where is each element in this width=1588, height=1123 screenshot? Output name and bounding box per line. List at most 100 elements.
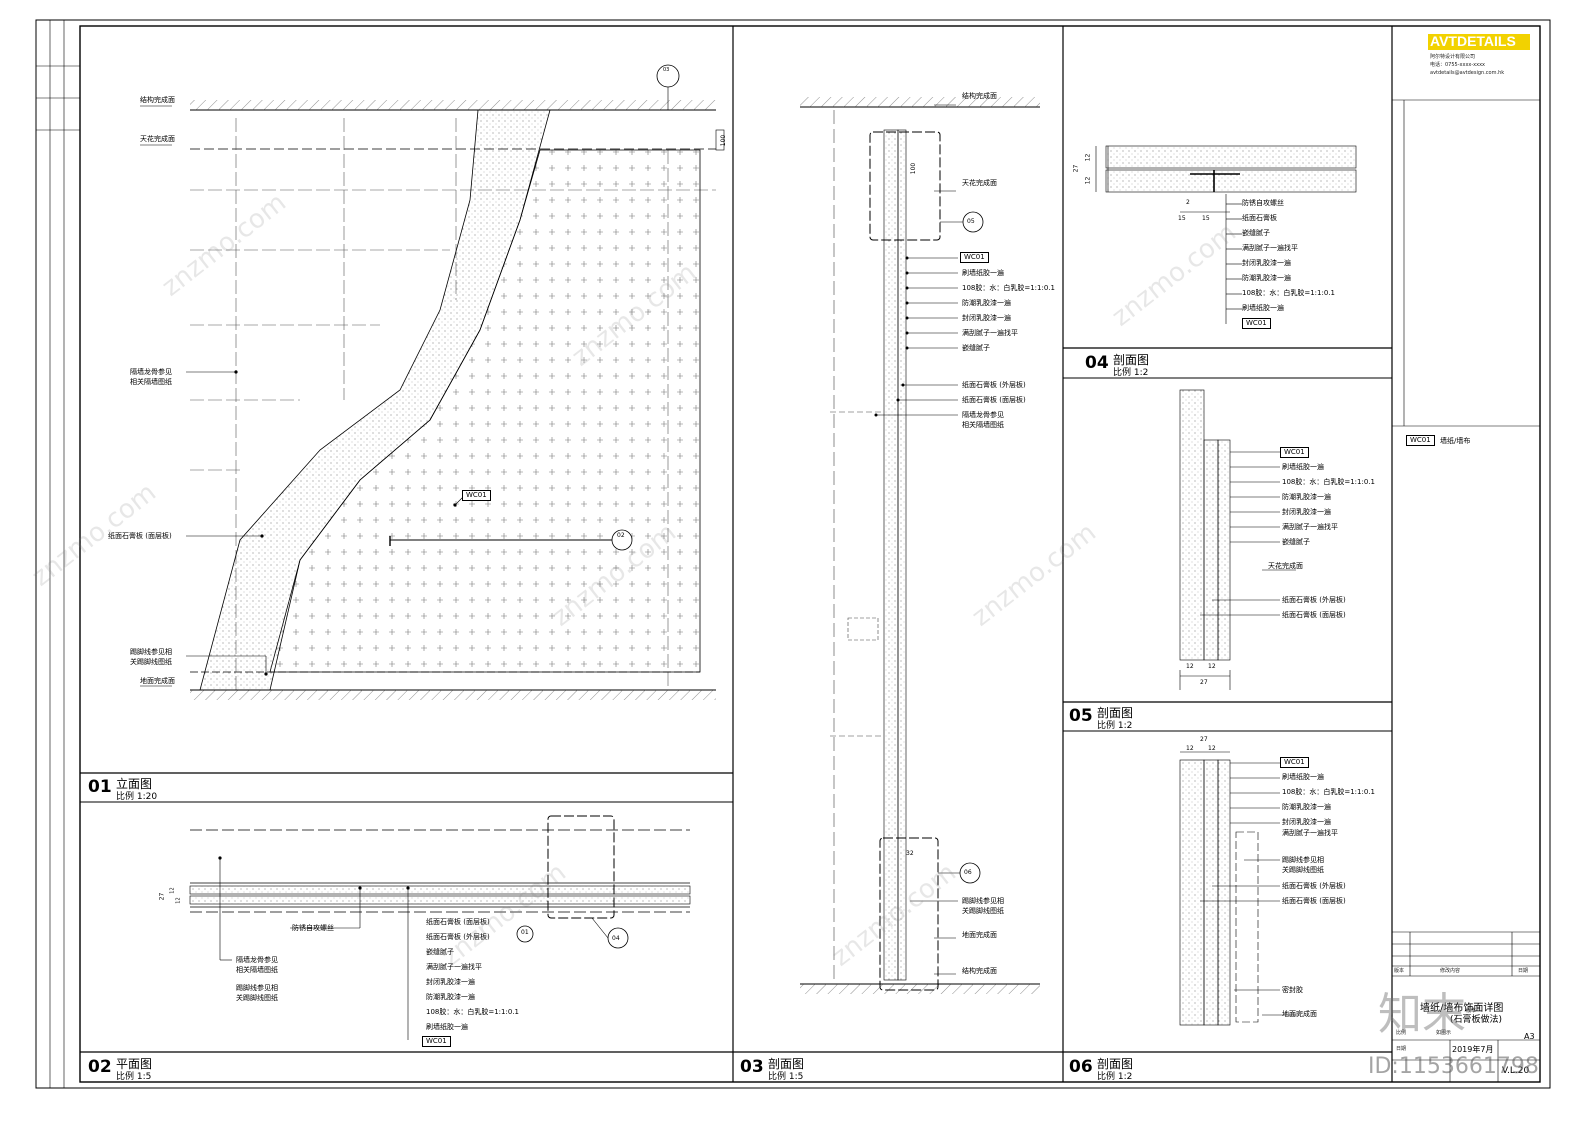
- section-05-drawing: [1179, 389, 1296, 690]
- section-mark: 01: [521, 929, 529, 936]
- layer-note: 嵌缝腻子: [426, 948, 454, 956]
- legend-tag: WC01: [1406, 435, 1435, 446]
- layer-note: 纸面石膏板 (外层板): [1282, 596, 1346, 604]
- layer-note: 刷墙纸胶一遍: [1242, 304, 1284, 312]
- dimension-text: 100: [720, 134, 728, 147]
- panel-number: 02: [88, 1057, 112, 1077]
- layer-note: 嵌缝腻子: [962, 344, 990, 352]
- layer-note: 满刮腻子一遍找平: [1242, 244, 1298, 252]
- panel-scale: 比例 1:2: [1113, 368, 1149, 378]
- partition-note-2: 相关隔墙图纸: [236, 966, 278, 974]
- skirting-note: 踢脚线参见相: [962, 897, 1004, 905]
- skirting-note: 踢脚线参见相: [236, 984, 278, 992]
- layer-note: 防潮乳胶漆一遍: [1282, 493, 1331, 501]
- layer-note: 刷墙纸胶一遍: [962, 269, 1004, 277]
- screw-note: 防锈自攻螺丝: [1242, 199, 1284, 207]
- section-04-drawing: [1095, 145, 1357, 324]
- section-03-drawing: [800, 97, 1040, 994]
- material-tag: WC01: [1242, 318, 1271, 329]
- panel-number: 06: [1069, 1057, 1093, 1077]
- revision-date-header: 日期: [1518, 968, 1529, 974]
- layer-note: 防潮乳胶漆一遍: [1242, 274, 1291, 282]
- layer-note: 纸面石膏板 (面层板): [426, 918, 490, 926]
- plan-drawing: [189, 815, 691, 1040]
- logo-mark: [1428, 34, 1530, 50]
- company-email: avtdetails@avtdesign.com.hk: [1430, 70, 1505, 76]
- partition-note: 隔墙龙骨参见: [236, 956, 278, 964]
- layer-note: 纸面石膏板 (面层板): [1282, 897, 1346, 905]
- sealant-note: 密封胶: [1282, 986, 1303, 994]
- section-06-drawing: [1179, 751, 1300, 1026]
- panel-number: 05: [1069, 706, 1093, 726]
- company-logo: AVTDETAILS: [1430, 33, 1516, 49]
- sheet-size: A3: [1524, 1032, 1535, 1041]
- skirting-note-2: 关踢脚线图纸: [236, 994, 278, 1002]
- layer-note: 纸面石膏板: [1242, 214, 1277, 222]
- dimension-text: 15: [1202, 215, 1210, 222]
- layer-note: 嵌缝腻子: [1242, 229, 1270, 237]
- watermark-brand: 知末: [1378, 989, 1466, 1040]
- date-label: 日期: [1396, 1046, 1407, 1052]
- dimension-text: 12: [1208, 745, 1216, 752]
- callout-number: 04: [612, 935, 620, 942]
- layer-note: 108胶：水：白乳胶=1:1:0.1: [962, 284, 1055, 292]
- layer-note: 纸面石膏板 (外层板): [962, 381, 1026, 389]
- layer-note: 封闭乳胶漆一遍: [1282, 818, 1331, 826]
- layer-note: 防潮乳胶漆一遍: [962, 299, 1011, 307]
- dimension-text: 27: [1072, 164, 1080, 173]
- partition-note: 隔墙龙骨参见: [962, 411, 1004, 419]
- dimension-text: 12: [1084, 176, 1092, 185]
- floor-label: 地面完成面: [140, 677, 175, 685]
- company-tel: 电话：0755-xxxx-xxxx: [1430, 62, 1486, 68]
- dimension-text: 32: [906, 850, 914, 857]
- dimension-text: 12: [175, 897, 182, 904]
- material-tag: WC01: [1280, 447, 1309, 458]
- dimension-text: 12: [1186, 745, 1194, 752]
- panel-title: 剖面图: [768, 1057, 805, 1071]
- callout-number: 02: [617, 532, 625, 539]
- paper-board-note: 纸面石膏板 (面层板): [108, 532, 172, 540]
- layer-note: 封闭乳胶漆一遍: [426, 978, 475, 986]
- layer-note: 刷墙纸胶一遍: [426, 1023, 468, 1031]
- layer-note: 108胶：水：白乳胶=1:1:0.1: [1282, 788, 1375, 796]
- panel-title: 剖面图: [1113, 353, 1150, 367]
- material-tag: WC01: [1280, 757, 1309, 768]
- panel-title: 剖面图: [1097, 1057, 1134, 1071]
- revision-content-header: 修改内容: [1440, 968, 1461, 974]
- panel-scale: 比例 1:5: [768, 1072, 804, 1082]
- callout-number: 03: [663, 67, 670, 73]
- layer-note: 嵌缝腻子: [1282, 538, 1310, 546]
- scale-label: 比例: [1396, 1030, 1407, 1036]
- panel-scale: 比例 1:20: [116, 792, 158, 802]
- skirting-note-2: 关踢脚线图纸: [130, 658, 172, 666]
- ceiling-label: 天花完成面: [962, 179, 997, 187]
- dimension-text: 12: [1084, 153, 1092, 162]
- title-block: [1392, 99, 1540, 1082]
- skirting-note-2: 关踢脚线图纸: [962, 907, 1004, 915]
- drawing-subtitle: (石膏板做法): [1450, 1015, 1503, 1025]
- partition-note: 隔墙龙骨参见: [130, 368, 172, 376]
- partition-note-2: 相关隔墙图纸: [962, 421, 1004, 429]
- dimension-text: 27: [1200, 736, 1208, 743]
- layer-note: 防潮乳胶漆一遍: [426, 993, 475, 1001]
- panel-number: 03: [740, 1057, 764, 1077]
- layer-note: 108胶：水：白乳胶=1:1:0.1: [1242, 289, 1335, 297]
- company-name: 阿尔特设计有限公司: [1430, 54, 1476, 60]
- callout-number: 06: [964, 869, 972, 876]
- struct-top-label: 结构完成面: [140, 96, 175, 104]
- ceiling-label: 天花完成面: [1268, 562, 1303, 570]
- skirting-note-2: 关踢脚线图纸: [1282, 866, 1324, 874]
- struct-top-label: 结构完成面: [962, 92, 997, 100]
- skirting-note: 踢脚线参见相: [130, 648, 172, 656]
- layer-note: 刷墙纸胶一遍: [1282, 773, 1324, 781]
- skirting-note: 踢脚线参见相: [1282, 856, 1324, 864]
- panel-title: 立面图: [116, 777, 153, 791]
- callout-number: 05: [967, 218, 975, 225]
- panel-title: 平面图: [116, 1057, 153, 1071]
- layer-note: 纸面石膏板 (面层板): [962, 396, 1026, 404]
- revision-number-header: 版本: [1394, 968, 1405, 974]
- layer-note: 108胶：水：白乳胶=1:1:0.1: [1282, 478, 1375, 486]
- scale-value: 如图示: [1436, 1030, 1452, 1036]
- panel-scale: 比例 1:5: [116, 1072, 152, 1082]
